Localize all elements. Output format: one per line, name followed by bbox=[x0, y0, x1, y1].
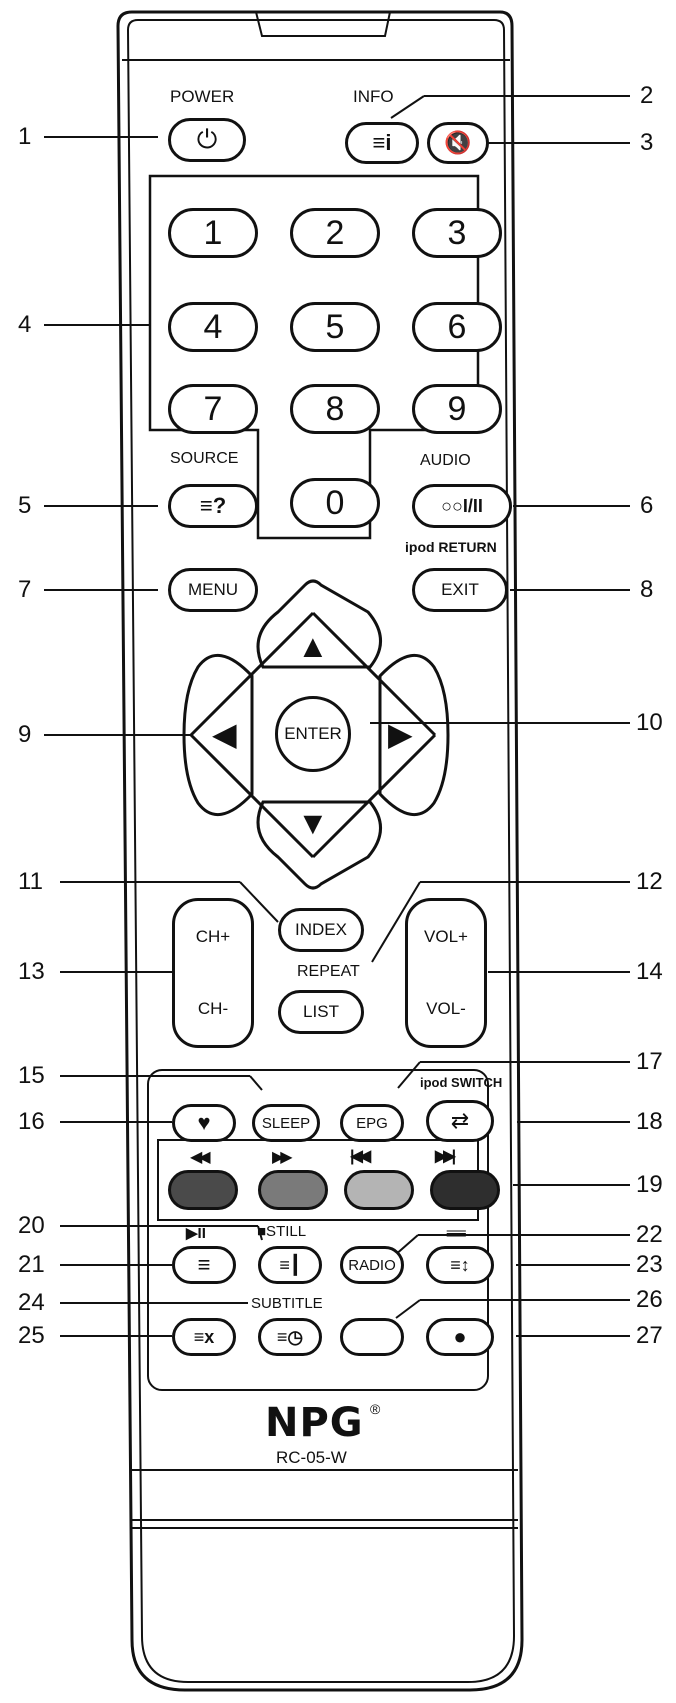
volume-rocker[interactable]: VOL+ VOL- bbox=[405, 898, 487, 1048]
callout-21: 21 bbox=[18, 1251, 45, 1278]
callout-1: 1 bbox=[18, 123, 32, 150]
callout-26: 26 bbox=[636, 1286, 663, 1313]
source-button[interactable]: ≡? bbox=[168, 484, 258, 528]
label-subtitle: SUBTITLE bbox=[251, 1295, 323, 1312]
callout-17: 17 bbox=[636, 1048, 663, 1075]
left-arrow-icon[interactable]: ◀ bbox=[212, 716, 237, 752]
right-arrow-icon[interactable]: ▶ bbox=[388, 716, 413, 752]
callout-20: 20 bbox=[18, 1212, 45, 1239]
record-button[interactable]: ● bbox=[426, 1318, 494, 1356]
down-arrow-icon[interactable]: ▼ bbox=[297, 805, 329, 841]
volume-up-label[interactable]: VOL+ bbox=[424, 927, 468, 946]
callout-5: 5 bbox=[18, 492, 32, 519]
callout-24: 24 bbox=[18, 1289, 45, 1316]
callout-12: 12 bbox=[636, 868, 663, 895]
channel-rocker[interactable]: CH+ CH- bbox=[172, 898, 254, 1048]
yellow-key-button[interactable] bbox=[344, 1170, 414, 1210]
callout-27: 27 bbox=[636, 1322, 663, 1349]
teletext-hold-button[interactable]: ≡┃ bbox=[258, 1246, 322, 1284]
callout-10: 10 bbox=[636, 709, 663, 736]
sub-page-icon: ≡≡≡ bbox=[446, 1225, 466, 1241]
subtitle-button[interactable]: ≡◷ bbox=[258, 1318, 322, 1356]
callout-2: 2 bbox=[640, 82, 654, 109]
digit-3-button[interactable]: 3 bbox=[412, 208, 502, 258]
channel-down-label[interactable]: CH- bbox=[197, 999, 229, 1018]
callout-11: 11 bbox=[18, 868, 43, 895]
callout-7: 7 bbox=[18, 576, 32, 603]
ipod-switch-button[interactable]: ⇄ bbox=[426, 1100, 494, 1142]
callout-13: 13 bbox=[18, 958, 45, 985]
rewind-icon: ◀◀ bbox=[190, 1149, 211, 1166]
label-still: ■STILL bbox=[257, 1223, 307, 1240]
index-button[interactable]: INDEX bbox=[278, 908, 364, 952]
teletext-button[interactable]: ≡ bbox=[172, 1246, 236, 1284]
fast-forward-icon: ▶▶ bbox=[272, 1149, 293, 1166]
digit-5-button[interactable]: 5 bbox=[290, 302, 380, 352]
callout-6: 6 bbox=[640, 492, 654, 519]
mute-button[interactable]: 🔇 bbox=[427, 122, 489, 164]
digit-6-button[interactable]: 6 bbox=[412, 302, 502, 352]
label-ipod-switch: ipod SWITCH bbox=[420, 1075, 503, 1090]
digit-9-button[interactable]: 9 bbox=[412, 384, 502, 434]
info-button[interactable]: ≡i bbox=[345, 122, 419, 164]
label-power: POWER bbox=[170, 87, 235, 106]
list-button[interactable]: LIST bbox=[278, 990, 364, 1034]
play-pause-icon: ▶II bbox=[186, 1225, 206, 1242]
sleep-button[interactable]: SLEEP bbox=[252, 1104, 320, 1142]
audio-button[interactable]: ○○I/II bbox=[412, 484, 512, 528]
red-key-button[interactable] bbox=[168, 1170, 238, 1210]
enter-button[interactable]: ENTER bbox=[275, 696, 351, 772]
callout-25: 25 bbox=[18, 1322, 45, 1349]
exit-button[interactable]: EXIT bbox=[412, 568, 508, 612]
registered-mark: ® bbox=[370, 1401, 381, 1417]
digit-8-button[interactable]: 8 bbox=[290, 384, 380, 434]
teletext-size-button[interactable]: ≡↕ bbox=[426, 1246, 494, 1284]
menu-button[interactable]: MENU bbox=[168, 568, 258, 612]
callout-22: 22 bbox=[636, 1221, 663, 1248]
blue-key-button[interactable] bbox=[430, 1170, 500, 1210]
blank-button[interactable] bbox=[340, 1318, 404, 1356]
channel-up-label[interactable]: CH+ bbox=[195, 927, 231, 946]
callout-9: 9 bbox=[18, 721, 32, 748]
radio-button[interactable]: RADIO bbox=[340, 1246, 404, 1284]
up-arrow-icon[interactable]: ▲ bbox=[297, 628, 329, 664]
previous-track-icon: |◀◀ bbox=[350, 1148, 371, 1165]
digit-7-button[interactable]: 7 bbox=[168, 384, 258, 434]
callout-18: 18 bbox=[636, 1108, 663, 1135]
callout-8: 8 bbox=[640, 576, 654, 603]
label-audio: AUDIO bbox=[420, 452, 471, 469]
callout-3: 3 bbox=[640, 129, 654, 156]
model-number: RC-05-W bbox=[276, 1448, 347, 1467]
callout-16: 16 bbox=[18, 1108, 45, 1135]
volume-down-label[interactable]: VOL- bbox=[426, 999, 466, 1018]
callout-15: 15 bbox=[18, 1062, 45, 1089]
label-source: SOURCE bbox=[170, 450, 239, 467]
teletext-cancel-button[interactable]: ≡x bbox=[172, 1318, 236, 1356]
callout-14: 14 bbox=[636, 958, 663, 985]
callout-19: 19 bbox=[636, 1171, 663, 1198]
callout-4: 4 bbox=[18, 311, 32, 338]
epg-button[interactable]: EPG bbox=[340, 1104, 404, 1142]
label-repeat: REPEAT bbox=[297, 963, 360, 980]
digit-0-button[interactable]: 0 bbox=[290, 478, 380, 528]
brand-logo: NPG bbox=[265, 1400, 364, 1446]
next-track-icon: ▶▶| bbox=[435, 1148, 456, 1165]
digit-1-button[interactable]: 1 bbox=[168, 208, 258, 258]
power-button[interactable]: ⏻ bbox=[168, 118, 246, 162]
label-ipod-return: ipod RETURN bbox=[405, 539, 497, 555]
label-info: INFO bbox=[353, 87, 394, 106]
favorite-button[interactable]: ♥ bbox=[172, 1104, 236, 1142]
callout-23: 23 bbox=[636, 1251, 663, 1278]
digit-4-button[interactable]: 4 bbox=[168, 302, 258, 352]
digit-2-button[interactable]: 2 bbox=[290, 208, 380, 258]
green-key-button[interactable] bbox=[258, 1170, 328, 1210]
